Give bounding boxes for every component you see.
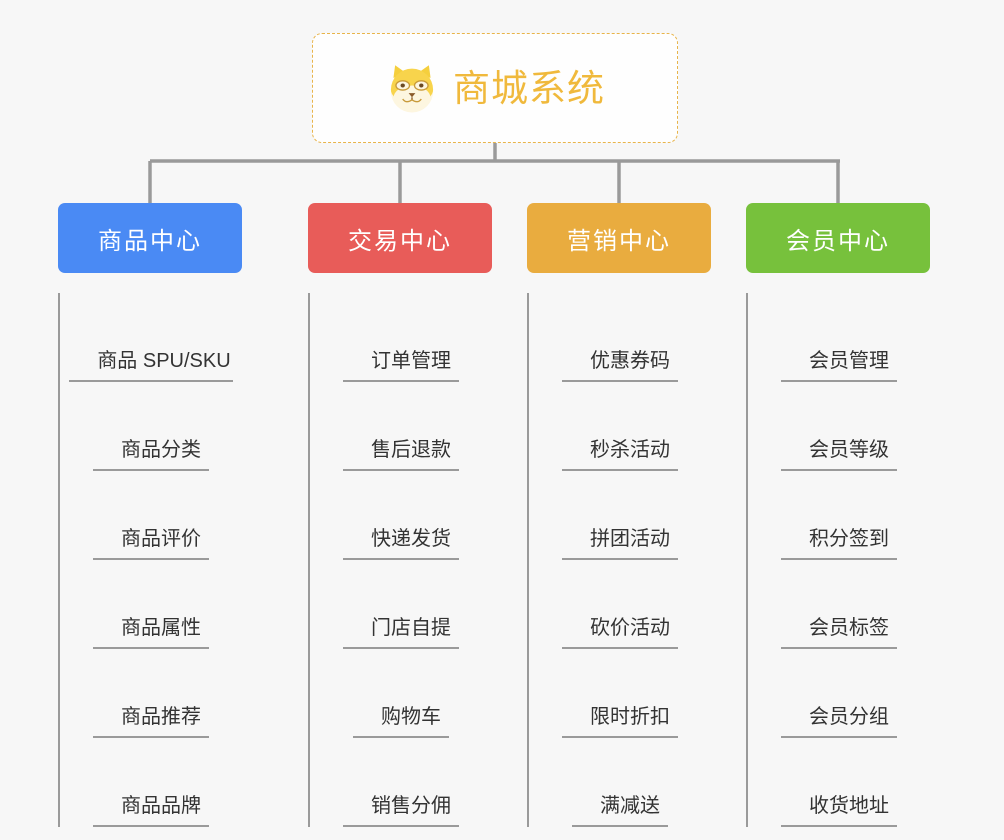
leaf-item[interactable]: 购物车 (322, 649, 492, 738)
leaf-item[interactable]: 销售分佣 (322, 738, 492, 827)
leaf-label: 售后退款 (343, 435, 459, 471)
leaf-list-3: 会员管理 会员等级 积分签到 会员标签 会员分组 收货地址 (746, 293, 930, 827)
category-header-label-2: 营销中心 (567, 227, 671, 255)
leaf-item[interactable]: 积分签到 (760, 471, 930, 560)
leaf-list-2: 优惠券码 秒杀活动 拼团活动 砍价活动 限时折扣 满减送 (527, 293, 711, 827)
leaf-label: 会员分组 (781, 702, 897, 738)
category-header-label-0: 商品中心 (98, 227, 202, 255)
leaf-label: 限时折扣 (562, 702, 678, 738)
leaf-label: 会员管理 (781, 346, 897, 382)
leaf-label: 商品 SPU/SKU (69, 346, 233, 382)
leaf-list-1: 订单管理 售后退款 快递发货 门店自提 购物车 销售分佣 (308, 293, 492, 827)
root-title: 商城系统 (453, 67, 605, 109)
leaf-item[interactable]: 售后退款 (322, 382, 492, 471)
leaf-label: 砍价活动 (562, 613, 678, 649)
leaf-item[interactable]: 订单管理 (322, 293, 492, 382)
leaf-item[interactable]: 商品评价 (72, 471, 242, 560)
leaf-item[interactable]: 收货地址 (760, 738, 930, 827)
leaf-item[interactable]: 砍价活动 (541, 560, 711, 649)
leaf-item[interactable]: 会员分组 (760, 649, 930, 738)
leaf-label: 拼团活动 (562, 524, 678, 560)
category-column-0: 商品中心 商品 SPU/SKU 商品分类 商品评价 商品属性 商品推荐 商品品牌 (58, 203, 242, 827)
leaf-label: 优惠券码 (562, 346, 678, 382)
category-column-3: 会员中心 会员管理 会员等级 积分签到 会员标签 会员分组 收货地址 (746, 203, 930, 827)
category-column-2: 营销中心 优惠券码 秒杀活动 拼团活动 砍价活动 限时折扣 满减送 (527, 203, 711, 827)
leaf-item[interactable]: 拼团活动 (541, 471, 711, 560)
category-column-1: 交易中心 订单管理 售后退款 快递发货 门店自提 购物车 销售分佣 (308, 203, 492, 827)
leaf-label: 订单管理 (343, 346, 459, 382)
leaf-item[interactable]: 门店自提 (322, 560, 492, 649)
leaf-item[interactable]: 秒杀活动 (541, 382, 711, 471)
category-header-label-3: 会员中心 (786, 227, 890, 255)
leaf-label: 积分签到 (781, 524, 897, 560)
leaf-item[interactable]: 商品属性 (72, 560, 242, 649)
leaf-label: 秒杀活动 (562, 435, 678, 471)
category-header-2[interactable]: 营销中心 (527, 203, 711, 273)
leaf-item[interactable]: 商品分类 (72, 382, 242, 471)
leaf-item[interactable]: 会员管理 (760, 293, 930, 382)
leaf-item[interactable]: 商品推荐 (72, 649, 242, 738)
leaf-label: 购物车 (353, 702, 449, 738)
leaf-item[interactable]: 优惠券码 (541, 293, 711, 382)
leaf-label: 商品品牌 (93, 791, 209, 827)
leaf-label: 销售分佣 (343, 791, 459, 827)
leaf-label: 满减送 (572, 791, 668, 827)
leaf-item[interactable]: 会员标签 (760, 560, 930, 649)
leaf-label: 商品推荐 (93, 702, 209, 738)
leaf-item[interactable]: 会员等级 (760, 382, 930, 471)
leaf-list-0: 商品 SPU/SKU 商品分类 商品评价 商品属性 商品推荐 商品品牌 (58, 293, 242, 827)
leaf-label: 商品评价 (93, 524, 209, 560)
leaf-label: 门店自提 (343, 613, 459, 649)
category-header-3[interactable]: 会员中心 (746, 203, 930, 273)
leaf-item[interactable]: 满减送 (541, 738, 711, 827)
leaf-item[interactable]: 商品品牌 (72, 738, 242, 827)
leaf-label: 商品属性 (93, 613, 209, 649)
category-header-1[interactable]: 交易中心 (308, 203, 492, 273)
leaf-label: 快递发货 (343, 524, 459, 560)
category-header-0[interactable]: 商品中心 (58, 203, 242, 273)
leaf-label: 会员等级 (781, 435, 897, 471)
leaf-label: 会员标签 (781, 613, 897, 649)
leaf-label: 收货地址 (781, 791, 897, 827)
leaf-item[interactable]: 商品 SPU/SKU (69, 293, 242, 382)
leaf-item[interactable]: 快递发货 (322, 471, 492, 560)
root-node[interactable]: 商城系统 (312, 33, 678, 143)
shiba-dog-icon (390, 65, 434, 113)
leaf-item[interactable]: 限时折扣 (541, 649, 711, 738)
category-header-label-1: 交易中心 (348, 227, 452, 255)
leaf-label: 商品分类 (93, 435, 209, 471)
